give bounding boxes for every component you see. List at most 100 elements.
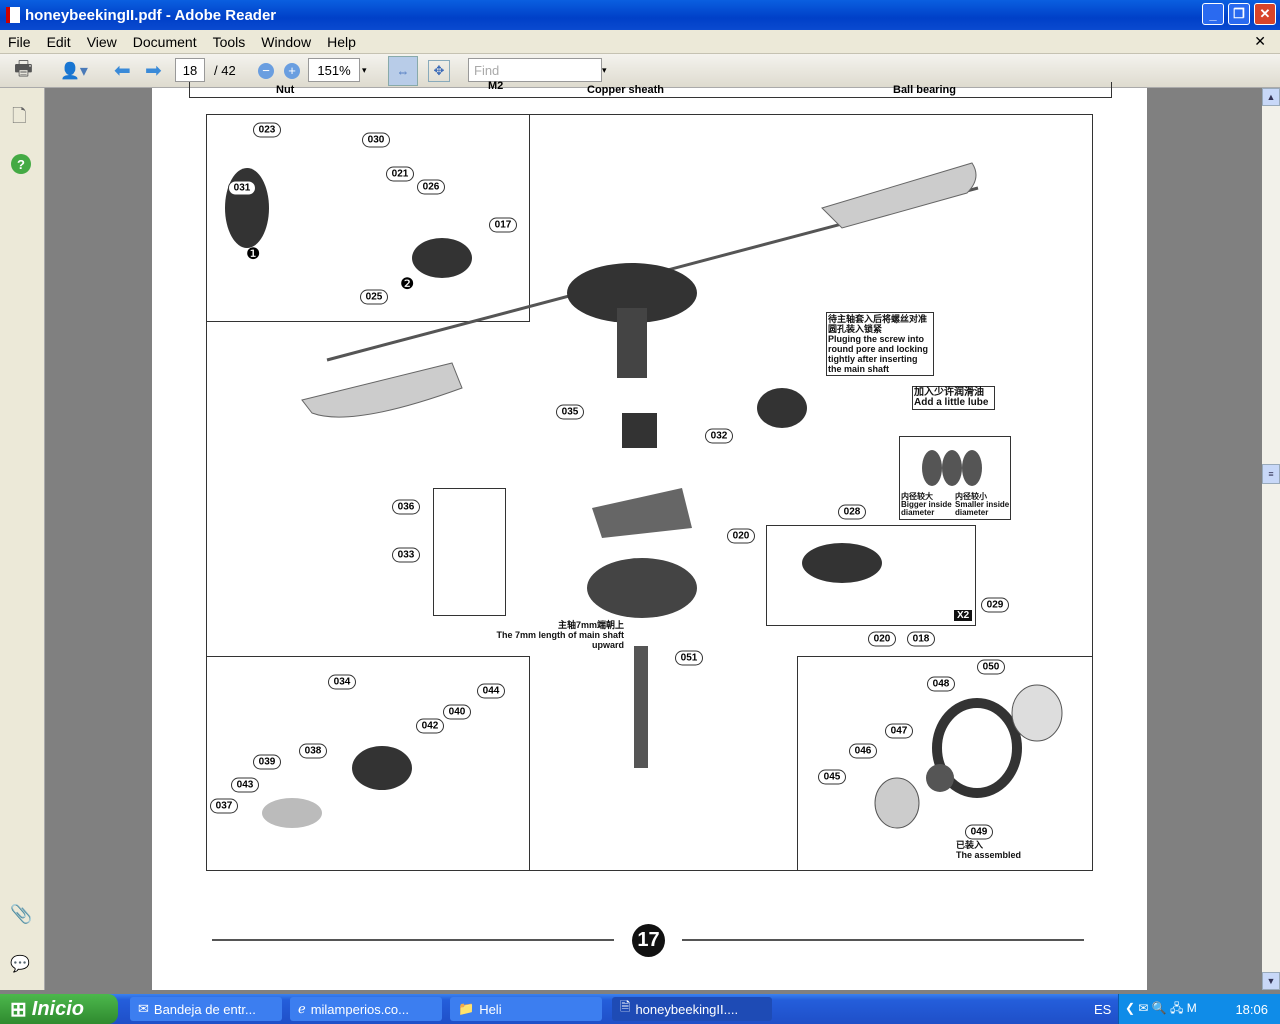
fit-page-icon[interactable]: ✥ [428, 60, 450, 82]
restore-button[interactable]: ❐ [1228, 3, 1250, 25]
callout: 045 [818, 769, 846, 785]
attachment-icon[interactable]: 📎 [10, 904, 33, 924]
callout: 046 [849, 743, 877, 759]
step-marker-2: ❷ [400, 276, 415, 293]
callout: 030 [362, 132, 390, 148]
page-number-input[interactable]: 18 [175, 58, 205, 82]
callout: 021 [386, 166, 414, 182]
menu-bar: File Edit View Document Tools Window Hel… [0, 30, 1280, 54]
inset-grip-assembly [206, 114, 530, 322]
callout: 023 [253, 122, 281, 138]
inset-pins [433, 488, 506, 616]
pdf-icon [6, 7, 20, 23]
print-icon[interactable]: 🖶 [14, 57, 33, 80]
close-button[interactable]: ✕ [1254, 3, 1276, 25]
callout: 047 [885, 723, 913, 739]
menu-document[interactable]: Document [132, 33, 197, 50]
find-dropdown-icon[interactable]: ▾ [602, 65, 607, 75]
callout: 039 [253, 754, 281, 770]
help-icon[interactable]: ? [11, 154, 31, 174]
callout: 017 [489, 217, 517, 233]
fit-width-icon[interactable]: ⇔ [388, 56, 418, 86]
callout: 028 [838, 504, 866, 520]
start-label: Inicio [31, 997, 84, 1020]
callout: 051 [675, 650, 703, 666]
step-marker-1: ❶ [246, 246, 261, 263]
previous-page-icon[interactable]: ⬅ [114, 60, 131, 82]
callout: 029 [981, 597, 1009, 613]
task-mail[interactable]: ✉Bandeja de entr... [130, 997, 282, 1021]
inset-bearings [899, 436, 1011, 520]
scroll-down-button[interactable]: ▼ [1262, 972, 1280, 990]
callout: 043 [231, 777, 259, 793]
page-number: 17 [632, 924, 665, 957]
exploded-diagram [212, 162, 1084, 941]
menu-edit[interactable]: Edit [46, 33, 71, 50]
next-page-icon[interactable]: ➡ [145, 60, 162, 82]
callout: 032 [705, 428, 733, 444]
menu-window[interactable]: Window [261, 33, 312, 50]
ie-icon: ℯ [298, 1001, 306, 1016]
start-button[interactable]: ⊞Inicio [0, 994, 118, 1024]
zoom-out-icon[interactable]: − [258, 62, 274, 79]
email-icon[interactable]: 👤▾ [60, 62, 88, 80]
inset-swashplate [797, 656, 1093, 871]
menu-tools[interactable]: Tools [212, 33, 246, 50]
callout: 037 [210, 798, 238, 814]
scroll-up-button[interactable]: ▲ [1262, 88, 1280, 106]
callout: 025 [360, 289, 388, 305]
comments-icon[interactable]: 💬 [10, 956, 30, 973]
inset-blade-holder [766, 525, 976, 626]
task-label: Bandeja de entr... [153, 1001, 256, 1017]
inset-head-assembly [206, 656, 530, 871]
scroll-thumb[interactable]: ≡ [1262, 464, 1280, 484]
callout: 040 [443, 704, 471, 720]
language-indicator[interactable]: ES [1094, 1001, 1112, 1017]
callout: 026 [417, 179, 445, 195]
zoom-input[interactable]: 151% [308, 58, 360, 82]
callout: 034 [328, 674, 356, 690]
task-label: Heli [479, 1001, 502, 1017]
pages-icon[interactable]: 🗋 [12, 106, 27, 126]
callout: 042 [416, 718, 444, 734]
toolbar: 🖶 👤▾ ⬅ ➡ 18 / 42 − + 151% ▾ ⇔ ✥ Find ▾ [0, 54, 1280, 88]
task-label: honeybeekingII.... [635, 1001, 739, 1017]
parts-table-row: Nut M2 Copper sheath Ball bearing [189, 80, 1112, 98]
callout: 018 [907, 631, 935, 647]
tray-icons[interactable]: ❮ ✉ 🔍 🖧 M [1125, 1000, 1197, 1015]
callout: 020 [727, 528, 755, 544]
find-input[interactable]: Find [468, 58, 602, 82]
callout: 020 [868, 631, 896, 647]
callout: 050 [977, 659, 1005, 675]
table-cell: Nut [276, 84, 295, 96]
navigation-panel: 🗋 ? 📎 💬 [0, 88, 45, 990]
callout: 031 [228, 180, 256, 196]
callout: 036 [392, 499, 420, 515]
pdf-page: Nut M2 Copper sheath Ball bearing ❶ ❷ 待主… [152, 80, 1147, 990]
task-adobe-reader[interactable]: 🗎 honeybeekingII.... [612, 997, 772, 1021]
table-cell: M2 [488, 80, 504, 92]
zoom-in-icon[interactable]: + [284, 62, 300, 79]
menu-help[interactable]: Help [327, 33, 356, 50]
task-folder[interactable]: 📁Heli [450, 997, 602, 1021]
pdf-icon: 🗎 [620, 999, 631, 1014]
menu-file[interactable]: File [8, 33, 31, 50]
window-title: honeybeekingII.pdf - Adobe Reader [25, 6, 277, 24]
vertical-scrollbar[interactable]: ▲ ≡ ▼ [1262, 88, 1280, 990]
menu-view[interactable]: View [86, 33, 117, 50]
table-cell: Ball bearing [893, 84, 956, 96]
page-total: / 42 [214, 63, 236, 78]
close-document-icon[interactable]: ✕ [1254, 33, 1266, 49]
zoom-dropdown-icon[interactable]: ▾ [362, 65, 367, 75]
callout: 035 [556, 404, 584, 420]
minimize-button[interactable]: _ [1202, 3, 1224, 25]
callout: 049 [965, 824, 993, 840]
